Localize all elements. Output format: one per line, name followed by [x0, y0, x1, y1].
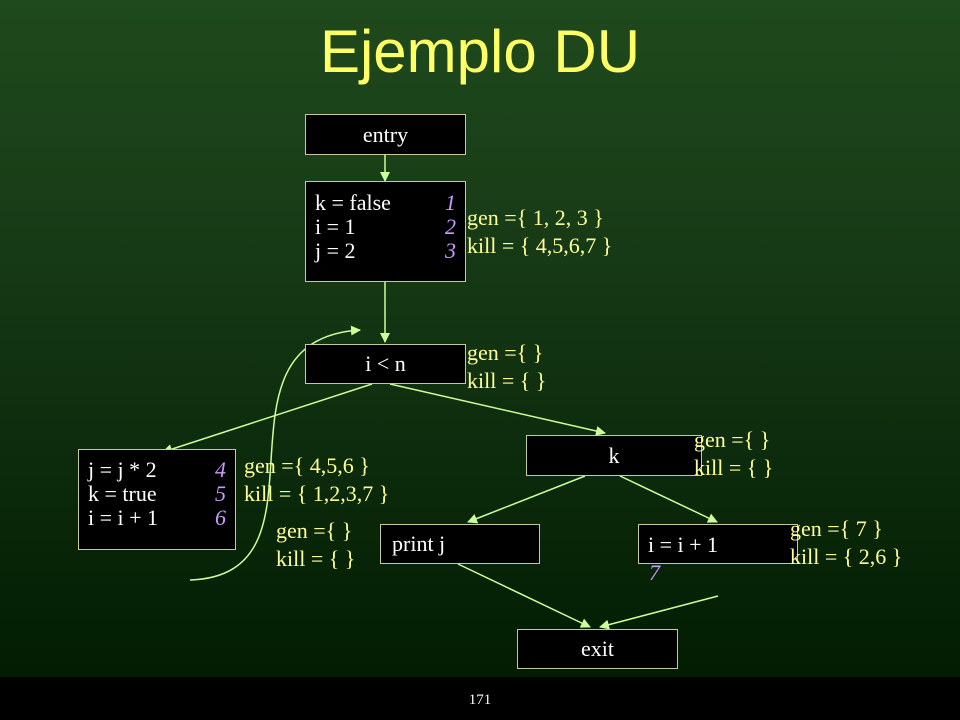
- kill-set: kill = { 1,2,3,7 }: [244, 481, 390, 506]
- node-cond-label: i < n: [365, 351, 406, 376]
- stmt-row: k = true 5: [79, 482, 235, 506]
- annotation-cond: gen ={ } kill = { }: [467, 339, 546, 395]
- footer-bar: [0, 677, 960, 720]
- edge-cond-b2: [162, 383, 373, 454]
- annotation-b2: gen ={ 4,5,6 } kill = { 1,2,3,7 }: [244, 452, 389, 508]
- gen-set: gen ={ }: [276, 518, 353, 543]
- node-entry-label: entry: [362, 121, 409, 147]
- node-k: k: [526, 435, 702, 476]
- page-number: 171: [468, 692, 492, 708]
- stmt-row: j = j * 2 4: [79, 458, 235, 482]
- node-exit-label: exit: [581, 636, 614, 661]
- annotation-print: gen ={ } kill = { }: [276, 517, 355, 573]
- node-b3: i = i + 1: [638, 524, 798, 564]
- node-entry: entry: [305, 114, 466, 155]
- stmt-text: i = i + 1: [88, 505, 159, 530]
- stmt-row: j = 2 3: [306, 239, 465, 263]
- stmt-text: k = false: [315, 190, 391, 215]
- kill-set: kill = { 4,5,6,7 }: [467, 233, 613, 258]
- node-k-label: k: [608, 442, 620, 468]
- gen-set: gen ={ }: [467, 340, 544, 365]
- stmt-number: 3: [445, 238, 456, 263]
- node-print-label: print j: [392, 531, 446, 556]
- stmt-text: i = 1: [315, 214, 356, 239]
- stmt-number: 5: [215, 481, 226, 506]
- stmt-text: i = i + 1: [648, 532, 719, 557]
- stmt-text: j = j * 2: [88, 457, 157, 482]
- stmt-text: k = true: [88, 481, 157, 506]
- node-exit: exit: [517, 629, 678, 669]
- node-b1: k = false 1 i = 1 2 j = 2 3: [305, 181, 466, 282]
- gen-set: gen ={ 7 }: [790, 516, 883, 541]
- node-b2: j = j * 2 4 k = true 5 i = i + 1 6: [78, 449, 236, 550]
- stmt-text: j = 2: [315, 238, 356, 263]
- gen-set: gen ={ 4,5,6 }: [244, 453, 370, 478]
- kill-set: kill = { }: [694, 455, 774, 480]
- kill-set: kill = { }: [467, 368, 547, 393]
- annotation-b3: gen ={ 7 } kill = { 2,6 }: [790, 515, 902, 571]
- edge-print-exit: [457, 563, 591, 628]
- annotation-b1: gen ={ 1, 2, 3 } kill = { 4,5,6,7 }: [467, 204, 612, 260]
- edge-k-b3: [619, 475, 718, 523]
- stmt-row: i = i + 1 6: [79, 506, 235, 530]
- annotation-k: gen ={ } kill = { }: [694, 426, 773, 482]
- node-print: print j: [380, 524, 540, 564]
- stmt-number: 7: [649, 560, 660, 585]
- slide-title: Ejemplo DU: [319, 18, 641, 85]
- gen-set: gen ={ }: [694, 427, 771, 452]
- gen-set: gen ={ 1, 2, 3 }: [467, 205, 604, 230]
- edge-k-print: [467, 475, 586, 524]
- edge-b3-exit: [599, 595, 719, 630]
- stmt-number: 4: [215, 457, 226, 482]
- stmt-number: 1: [445, 190, 456, 215]
- kill-set: kill = { 2,6 }: [790, 544, 903, 569]
- stmt-row: i = 1 2: [306, 215, 465, 239]
- stmt-number: 6: [215, 505, 226, 530]
- kill-set: kill = { }: [276, 546, 356, 571]
- edge-cond-k: [389, 383, 606, 436]
- stmt-row: k = false 1: [306, 191, 465, 215]
- node-cond: i < n: [305, 344, 466, 384]
- stmt-number: 2: [445, 214, 456, 239]
